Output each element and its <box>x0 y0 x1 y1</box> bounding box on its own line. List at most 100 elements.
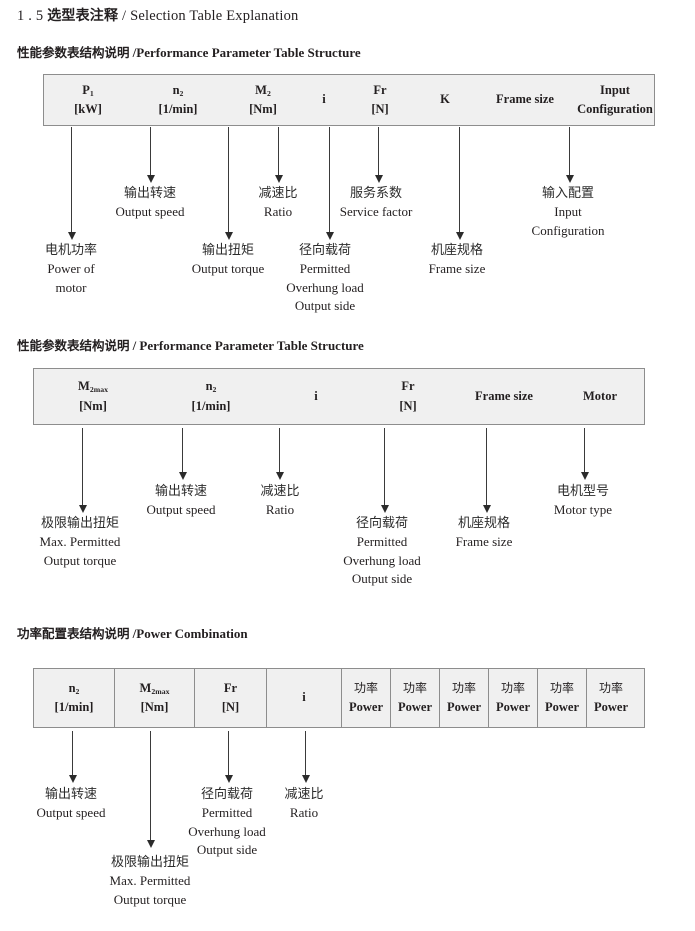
header-symbol: 功率 <box>402 681 427 696</box>
note-service-factor-en-0: Service factor <box>339 204 413 220</box>
note-output-speed-en-0: Output speed <box>115 204 185 220</box>
header-symbol: Fr <box>223 680 238 695</box>
section-1-heading: 性能参数表结构说明 /Performance Parameter Table S… <box>17 42 361 61</box>
table-header-cell: Fr[N] <box>362 369 454 424</box>
section-1-heading-sep: / <box>132 45 137 60</box>
note-ratio-2: 减速比 Ratio <box>260 483 299 520</box>
note-input-configuration-en-0: Input <box>554 204 582 220</box>
arrow-power-of-motor <box>67 127 76 240</box>
note-output-torque-cn: 输出扭矩 <box>201 243 255 258</box>
header-unit: Power <box>495 699 530 714</box>
table-header-cell: i <box>266 669 341 727</box>
note-output-torque-en-0: Output torque <box>191 261 265 277</box>
note-permitted-overhung-load-2-en-1: Overhung load <box>343 552 421 568</box>
note-output-speed-3-cn: 输出转速 <box>44 787 97 802</box>
note-permitted-overhung-load-3-en-0: Permitted <box>201 805 253 821</box>
table-header-cell: i <box>302 75 346 125</box>
table-header-cell: n2[1/min] <box>34 669 114 727</box>
note-max-permitted-output-torque-cn: 极限输出扭矩 <box>40 516 120 531</box>
header-symbol: Fr <box>401 379 415 394</box>
note-output-speed-3: 输出转速 Output speed <box>37 786 106 823</box>
table-header-cell: n2[1/min] <box>152 369 270 424</box>
note-permitted-overhung-load-cn: 径向载荷 <box>298 243 351 258</box>
header-symbol: Input <box>600 82 630 97</box>
table-header-cell: Motor <box>554 369 646 424</box>
note-power-of-motor-cn: 电机功率 <box>44 243 98 258</box>
header-symbol: n2 <box>172 82 184 98</box>
note-ratio: 减速比 Ratio <box>258 185 297 222</box>
note-permitted-overhung-load-en-0: Permitted <box>299 261 351 277</box>
table-header-cell: M2max[Nm] <box>114 669 194 727</box>
table-header-cell: M2max[Nm] <box>34 369 152 424</box>
arrow-max-permitted-output-torque <box>78 428 87 513</box>
header-symbol: 功率 <box>451 681 476 696</box>
note-service-factor: 服务系数 Service factor <box>340 185 413 222</box>
arrow-output-speed <box>146 127 155 183</box>
note-service-factor-cn: 服务系数 <box>349 186 403 201</box>
note-motor-type: 电机型号 Motor type <box>554 483 612 520</box>
table-header-cell: K <box>414 75 476 125</box>
arrow-output-torque <box>224 127 233 240</box>
note-output-speed-cn: 输出转速 <box>123 186 176 201</box>
note-permitted-overhung-load-2-cn: 径向载荷 <box>355 516 408 531</box>
header-symbol: M2max <box>78 379 108 395</box>
note-input-configuration: 输入配置 Input Configuration <box>532 185 605 240</box>
page-title: 1 . 5 选型表注释 / Selection Table Explanatio… <box>17 5 299 25</box>
note-motor-type-en-0: Motor type <box>553 502 613 518</box>
table-header-cell: M2[Nm] <box>224 75 302 125</box>
table-header-cell: n2[1/min] <box>132 75 224 125</box>
arrow-permitted-overhung-load-2 <box>380 428 389 513</box>
note-ratio-3-cn: 减速比 <box>284 787 324 802</box>
note-output-speed-2-en-0: Output speed <box>146 502 216 518</box>
header-symbol: Frame size <box>496 92 554 107</box>
section-2-heading-sep: / <box>132 338 137 353</box>
note-frame-size-en-0: Frame size <box>428 261 486 277</box>
header-symbol: 功率 <box>549 681 574 696</box>
note-max-permitted-output-torque: 极限输出扭矩 Max. Permitted Output torque <box>40 515 121 570</box>
note-permitted-overhung-load-2-en-2: Output side <box>351 571 413 587</box>
note-frame-size-2-cn: 机座规格 <box>457 516 511 531</box>
header-unit: [1/min] <box>54 700 94 714</box>
table-header-cell: Fr[N] <box>346 75 414 125</box>
note-output-speed-2: 输出转速 Output speed <box>147 483 216 520</box>
arrow-frame-size-2 <box>482 428 491 513</box>
page-title-number: 1 . 5 <box>17 8 44 24</box>
note-max-permitted-output-torque-3-en-0: Max. Permitted <box>109 873 191 889</box>
section-2-heading: 性能参数表结构说明 / Performance Parameter Table … <box>17 335 364 354</box>
table-header-cell: P1[kW] <box>44 75 132 125</box>
arrow-output-speed-2 <box>178 428 187 480</box>
note-frame-size-2-en-0: Frame size <box>455 534 513 550</box>
note-max-permitted-output-torque-en-1: Output torque <box>43 552 117 568</box>
note-ratio-3-en-0: Ratio <box>289 805 319 821</box>
header-symbol: 功率 <box>353 681 378 696</box>
section-3-heading-en: Power Combination <box>136 626 248 641</box>
header-symbol: K <box>440 92 450 107</box>
arrow-permitted-overhung-load <box>325 127 334 240</box>
header-symbol: i <box>302 690 306 705</box>
header-unit: [Nm] <box>249 102 277 116</box>
table-header-cell: Fr[N] <box>194 669 266 727</box>
note-power-of-motor-en-1: motor <box>55 279 87 295</box>
note-output-speed-3-en-0: Output speed <box>36 805 106 821</box>
note-motor-type-cn: 电机型号 <box>556 484 610 499</box>
header-symbol: i <box>322 92 326 107</box>
header-unit: Power <box>593 699 628 714</box>
header-symbol: Fr <box>373 82 387 97</box>
note-permitted-overhung-load: 径向载荷 Permitted Overhung load Output side <box>286 242 364 316</box>
arrow-ratio-3 <box>301 731 310 783</box>
section-2-heading-en: Performance Parameter Table Structure <box>139 338 364 353</box>
page-title-cn: 选型表注释 <box>47 8 119 24</box>
header-symbol: i <box>314 388 318 403</box>
header-symbol: 功率 <box>500 681 525 696</box>
section-1-heading-cn: 性能参数表结构说明 <box>17 45 130 60</box>
note-permitted-overhung-load-en-2: Output side <box>294 298 356 314</box>
arrow-ratio <box>274 127 283 183</box>
section-1-heading-en: Performance Parameter Table Structure <box>136 45 361 60</box>
header-symbol: n2 <box>205 379 217 395</box>
arrow-frame-size <box>455 127 464 240</box>
